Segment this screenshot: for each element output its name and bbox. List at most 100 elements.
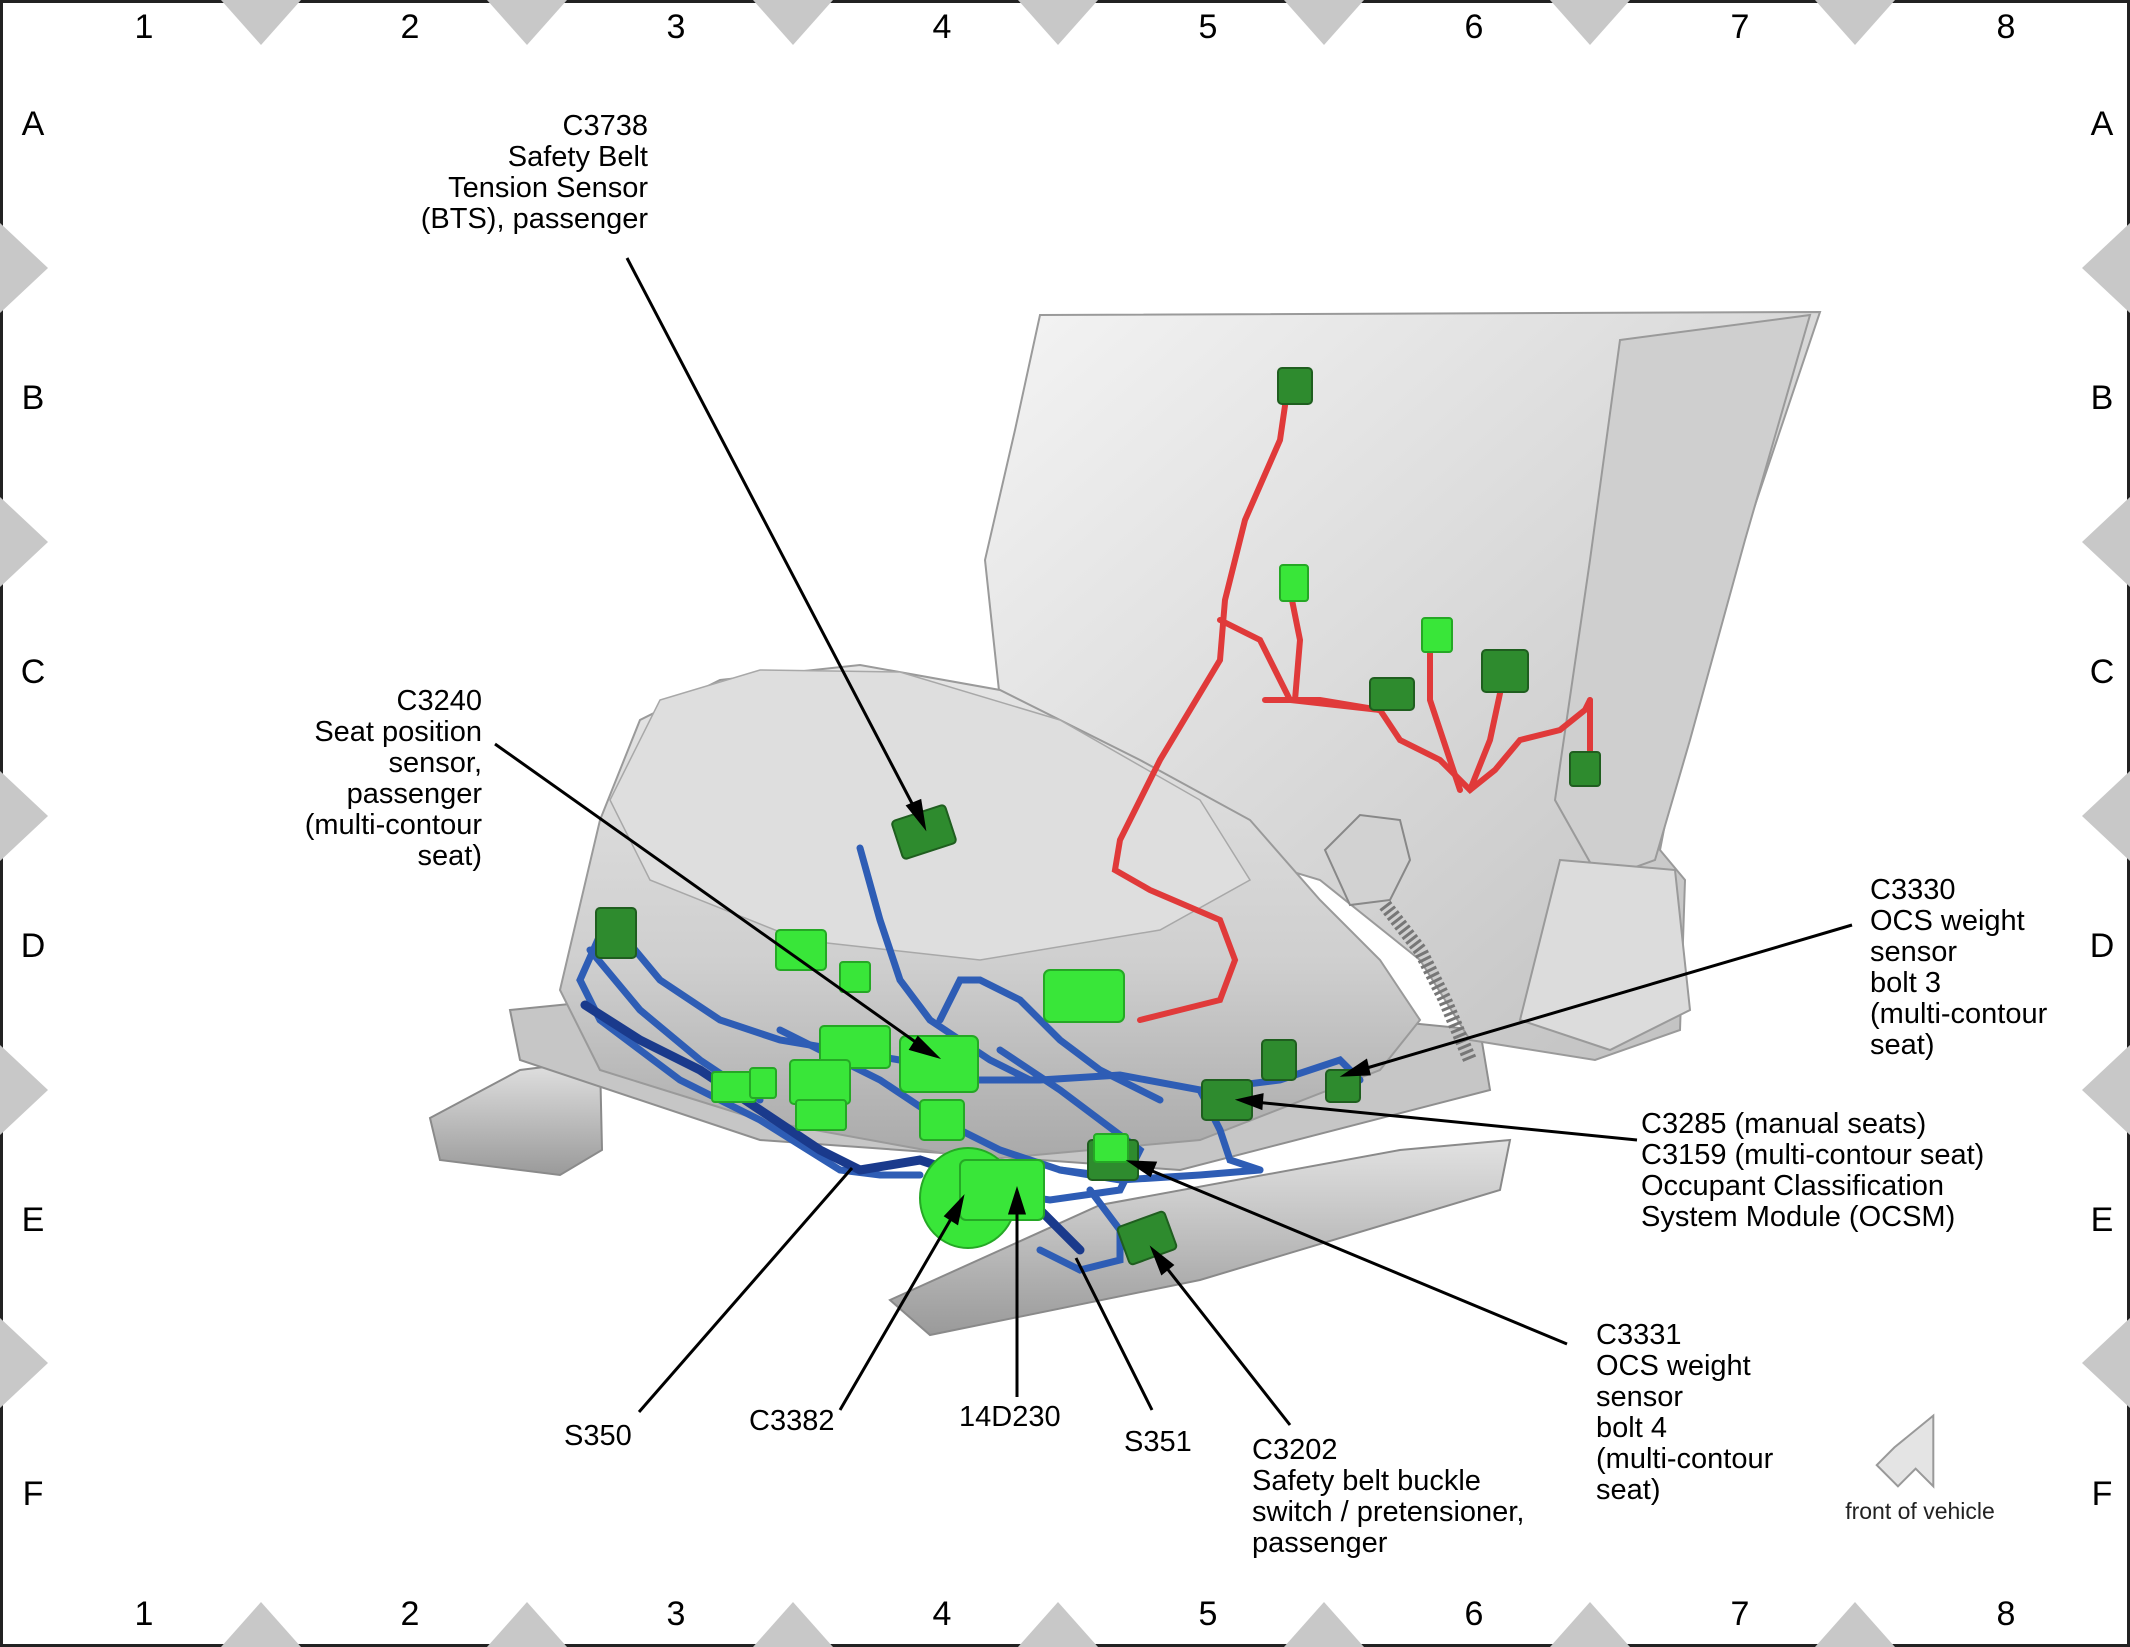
callout-c3330-line: bolt 3 (1870, 967, 1941, 999)
seat-back-lower-side (1518, 858, 1692, 1052)
connector-back-mid (1481, 649, 1529, 693)
callout-s351: S351 (1124, 1426, 1192, 1458)
callout-c3738-line: (BTS), passenger (420, 203, 648, 235)
seat-frame-lower (888, 1138, 1512, 1337)
connector-back-lower (1421, 617, 1453, 653)
callout-s350: S350 (564, 1420, 632, 1452)
callout-c3331: C3331 OCS weight sensor bolt 4 (multi-co… (1596, 1320, 1773, 1506)
callout-c3331-line: bolt 4 (1596, 1412, 1667, 1444)
callout-c3202-line: Safety belt buckle (1252, 1465, 1481, 1497)
callout-ocsm-line: C3285 (manual seats) (1641, 1108, 1927, 1140)
callout-c3330-line: (multi-contour (1870, 998, 2048, 1030)
grid-row-a-right: A (2090, 105, 2114, 143)
connector-c3202 (1116, 1210, 1178, 1266)
grid-row-d-right: D (2089, 927, 2115, 965)
callout-c3330: C3330 OCS weight sensor bolt 3 (multi-co… (1870, 875, 2047, 1061)
callout-c3331-line: OCS weight (1596, 1350, 1751, 1382)
grid-col-1-top: 1 (134, 8, 154, 46)
connector-cushion-right (1043, 969, 1125, 1023)
belt-buckle (1323, 813, 1412, 907)
callout-ocsm-line: Occupant Classification (1641, 1170, 1945, 1202)
callout-c3330-line: sensor (1870, 936, 1958, 968)
callout-c3202-line: passenger (1252, 1527, 1388, 1559)
connector-cluster-a (819, 1025, 891, 1069)
grid-col-3-top: 3 (666, 8, 686, 46)
grid-col-6-top: 6 (1464, 8, 1484, 46)
grid-row-c-left: C (20, 653, 46, 691)
slide-bracket (428, 1058, 604, 1177)
front-of-vehicle-caption: front of vehicle (1845, 1498, 1995, 1524)
callout-c3240-line: passenger (346, 778, 482, 810)
grid-row-d-left: D (20, 927, 46, 965)
grid-col-4-bottom: 4 (932, 1595, 952, 1633)
connector-cluster-e (795, 1099, 847, 1131)
grid-col-5-bottom: 5 (1198, 1595, 1218, 1633)
callout-ocsm-line: System Module (OCSM) (1641, 1201, 1956, 1233)
grid-row-e-left: E (21, 1201, 45, 1239)
callout-ocsm-line: C3159 (multi-contour seat) (1641, 1139, 1985, 1171)
seat-back-side-bolster (1553, 313, 1812, 882)
grid-row-a-left: A (21, 105, 45, 143)
callout-c3331-line: seat) (1596, 1474, 1661, 1506)
grid-col-2-top: 2 (400, 8, 420, 46)
connector-back-center (1369, 677, 1415, 711)
callout-c3382: C3382 (749, 1405, 835, 1437)
grid-row-b-left: B (21, 379, 45, 417)
connector-top-back (1277, 367, 1313, 405)
leader-lines (494, 257, 1853, 1426)
connector-left-seat (595, 907, 637, 959)
callout-c3202-line: C3202 (1252, 1434, 1338, 1466)
connector-cluster-f (919, 1099, 965, 1141)
callout-c3330-line: C3330 (1870, 874, 1956, 906)
connector-c3382-body (959, 1159, 1045, 1221)
callout-c3240-line: (multi-contour (304, 809, 482, 841)
callout-c3240-line: seat) (417, 840, 482, 872)
grid-col-5-top: 5 (1198, 8, 1218, 46)
grid-col-6-bottom: 6 (1464, 1595, 1484, 1633)
callout-c3738-line: C3738 (562, 110, 648, 142)
callout-c3240: C3240 Seat position sensor, passenger (m… (305, 686, 482, 872)
callout-ocsm: C3285 (manual seats) C3159 (multi-contou… (1641, 1109, 1984, 1233)
callout-c3331-line: (multi-contour (1596, 1443, 1774, 1475)
connector-c3240 (899, 1035, 979, 1093)
arrow-icon (1875, 1413, 1935, 1489)
callout-c3240-line: sensor, (388, 747, 483, 779)
callout-c3330-line: seat) (1870, 1029, 1935, 1061)
callout-c3202-line: switch / pretensioner, (1252, 1496, 1525, 1528)
grid-row-f-left: F (22, 1475, 44, 1513)
grid-col-8-top: 8 (1996, 8, 2016, 46)
callout-c3738-line: Safety Belt (507, 141, 648, 173)
grid-row-e-right: E (2090, 1201, 2114, 1239)
callout-c3240-line: Seat position (314, 716, 482, 748)
grid-col-7-bottom: 7 (1730, 1595, 1750, 1633)
connector-back-upper (1279, 564, 1309, 602)
grid-row-b-right: B (2090, 379, 2114, 417)
grid-row-f-right: F (2091, 1475, 2113, 1513)
connector-cluster-b (789, 1059, 851, 1105)
callout-14d230: 14D230 (959, 1401, 1061, 1433)
connector-cushion-center (839, 961, 871, 993)
connector-cluster-g (1093, 1133, 1129, 1163)
callout-c3202: C3202 Safety belt buckle switch / preten… (1252, 1435, 1524, 1559)
connector-back-right (1569, 751, 1601, 787)
grid-col-2-bottom: 2 (400, 1595, 420, 1633)
connector-cushion-left (775, 929, 827, 971)
callout-c3738-line: Tension Sensor (448, 172, 648, 204)
grid-col-1-bottom: 1 (134, 1595, 154, 1633)
grid-col-3-bottom: 3 (666, 1595, 686, 1633)
grid-col-7-top: 7 (1730, 8, 1750, 46)
grid-col-8-bottom: 8 (1996, 1595, 2016, 1633)
connector-c3330 (1325, 1069, 1361, 1103)
callout-c3330-line: OCS weight (1870, 905, 2025, 937)
callout-c3240-line: C3240 (396, 685, 482, 717)
callout-c3738: C3738 Safety Belt Tension Sensor (BTS), … (421, 111, 648, 235)
callout-c3331-line: C3331 (1596, 1319, 1682, 1351)
connector-cluster-d (749, 1067, 777, 1099)
grid-row-c-right: C (2089, 653, 2115, 691)
callout-c3331-line: sensor (1596, 1381, 1684, 1413)
buckle-spring (1379, 900, 1477, 1063)
connector-side-mid (1261, 1039, 1297, 1081)
grid-col-4-top: 4 (932, 8, 952, 46)
